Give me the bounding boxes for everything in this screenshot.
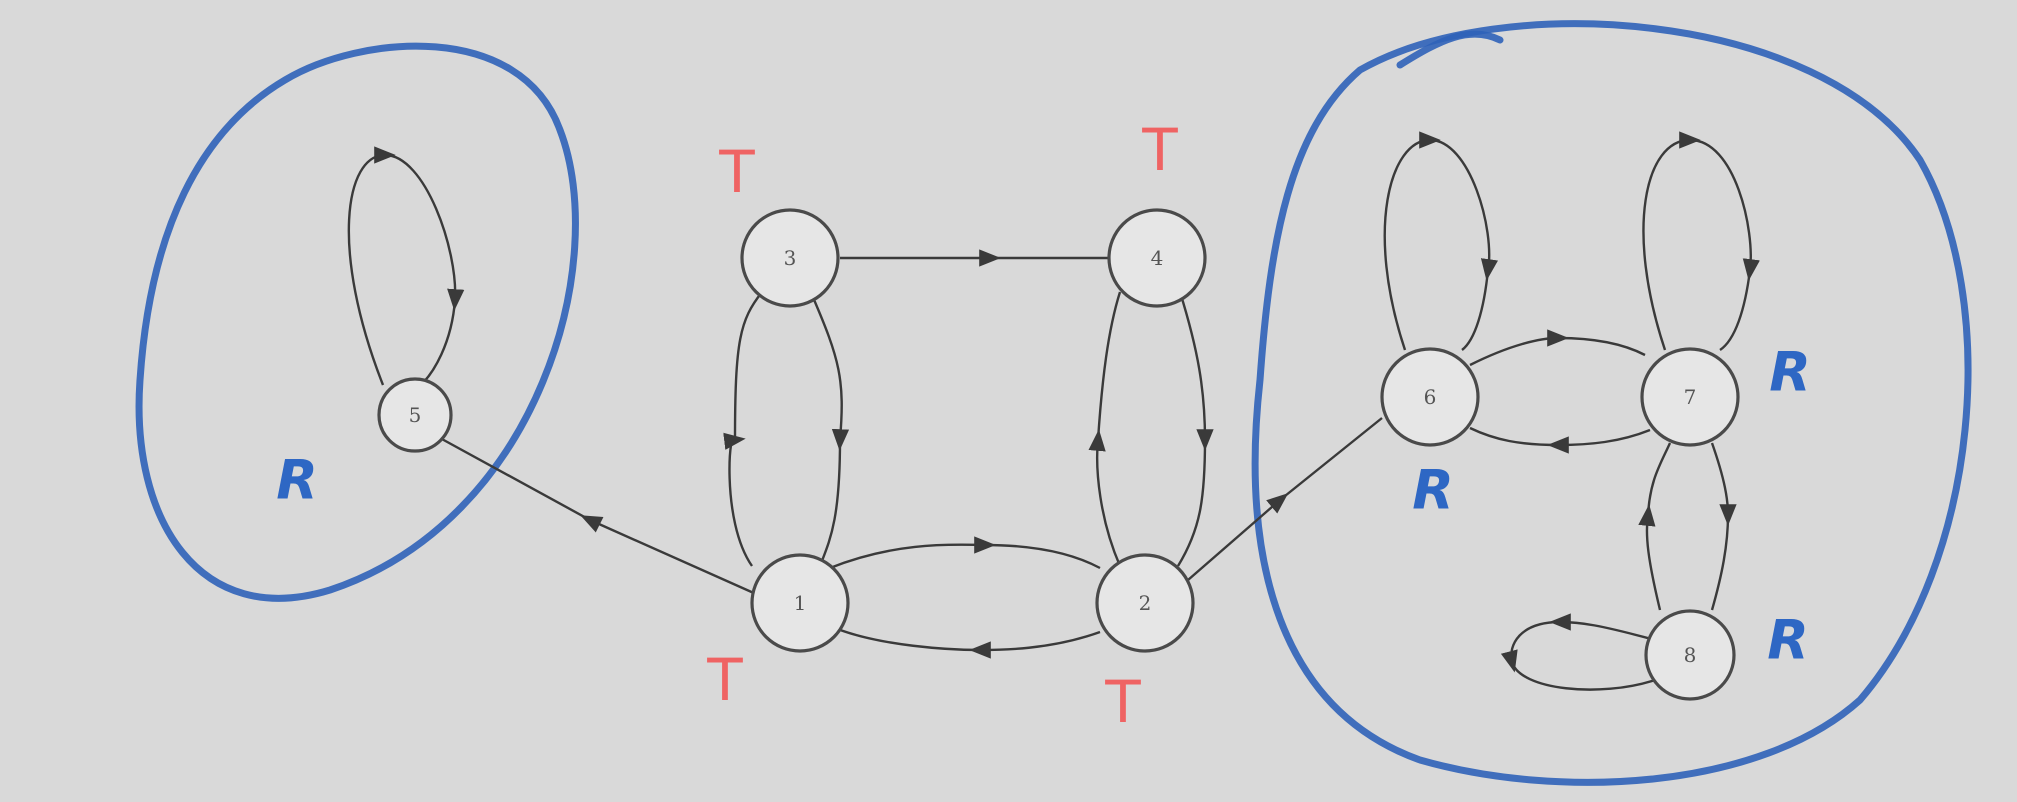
recurrent-class-circle-right	[1251, 20, 1972, 786]
node-5-label: 5	[409, 403, 422, 427]
node-4-label: 4	[1151, 246, 1164, 270]
edge-8-to-7	[1638, 442, 1672, 611]
node-5: 5	[377, 377, 453, 453]
node-7: 7	[1640, 347, 1740, 447]
node-6-label: 6	[1424, 385, 1437, 409]
node-1-label: 1	[794, 591, 807, 615]
node-2: 2	[1095, 553, 1195, 653]
node-1-transient-mark: T	[706, 646, 743, 714]
edge-2-to-1	[834, 626, 1101, 659]
edge-1-to-3	[723, 291, 763, 567]
node-8: 8	[1644, 609, 1736, 701]
edge-6-to-7	[1469, 329, 1646, 367]
node-2-transient-mark: T	[1104, 668, 1141, 736]
edge-8-to-8	[1500, 613, 1656, 691]
recurrent-class-circle-left	[135, 42, 579, 602]
node-6-recurrent-mark: R	[1412, 459, 1454, 522]
edge-7-to-6	[1469, 426, 1651, 454]
edge-3-to-1	[810, 294, 850, 567]
node-3-transient-mark: T	[718, 138, 755, 206]
node-8-recurrent-mark: R	[1767, 609, 1809, 672]
ink-stroke-top-right	[1396, 30, 1504, 69]
edge-2-to-4	[1088, 291, 1122, 567]
node-2-label: 2	[1139, 591, 1152, 615]
edge-1-to-2	[829, 536, 1101, 570]
node-7-recurrent-mark: R	[1769, 341, 1811, 404]
node-6: 6	[1380, 347, 1480, 447]
edge-5-to-5	[347, 146, 465, 391]
node-8-label: 8	[1684, 643, 1697, 667]
edge-7-to-7	[1642, 131, 1760, 351]
edge-6-to-6	[1383, 131, 1499, 351]
edge-2-to-6	[1187, 417, 1383, 581]
edges-layer	[347, 131, 1760, 691]
node-5-recurrent-mark: R	[276, 449, 318, 512]
edge-7-to-8	[1710, 442, 1737, 611]
edge-4-to-2	[1176, 291, 1214, 567]
node-3-label: 3	[784, 246, 797, 270]
node-7-label: 7	[1684, 385, 1697, 409]
edge-1-to-5	[439, 436, 757, 596]
node-4: 4	[1107, 208, 1207, 308]
node-3: 3	[740, 208, 840, 308]
node-1: 1	[750, 553, 850, 653]
node-4-transient-mark: T	[1141, 116, 1178, 184]
